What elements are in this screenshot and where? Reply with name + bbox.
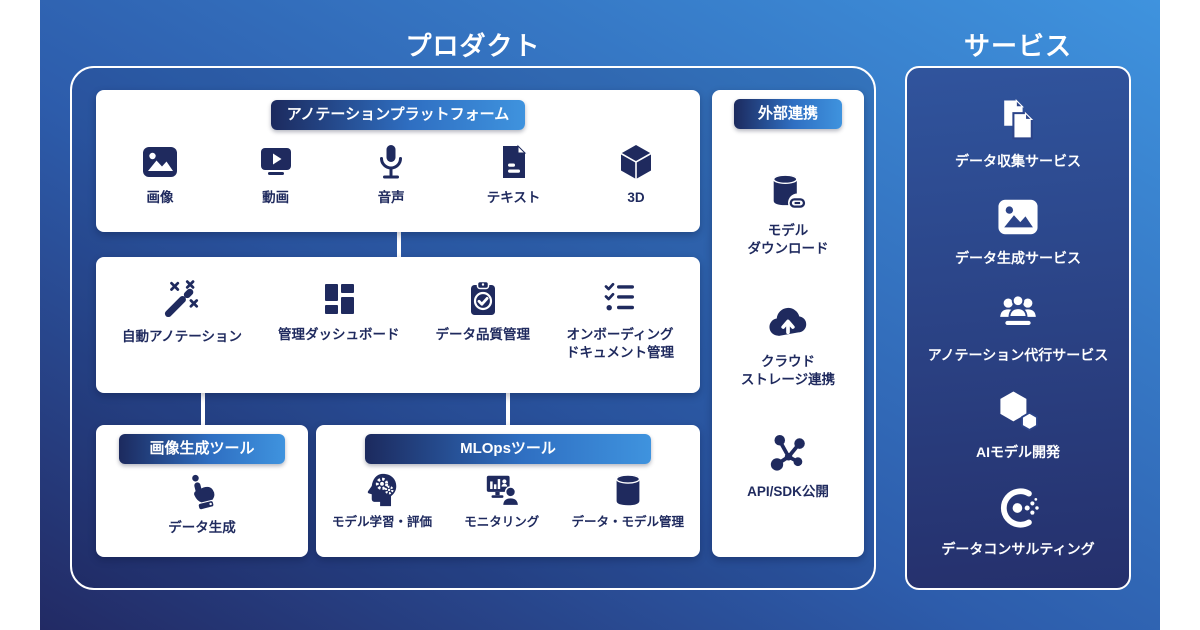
external-integration-card: 外部連携 モデル ダウンロード クラウド ストレージ連携 API/SDK公開: [712, 90, 864, 557]
cloud-upload-icon: [765, 300, 811, 346]
mlops-item-monitoring: モニタリング: [464, 471, 539, 530]
item-label: 音声: [377, 189, 405, 205]
annotation-platform-badge: アノテーションプラットフォーム: [270, 100, 526, 130]
documents-icon: [995, 97, 1041, 143]
share-nodes-icon: [766, 432, 810, 476]
item-label: 画像: [146, 189, 174, 205]
image-icon: [140, 142, 180, 182]
platform-tools-card: 自動アノテーション 管理ダッシュボード データ品質管理 オンボーディング ドキュ…: [96, 257, 700, 393]
item-label: データ・モデル管理: [571, 514, 684, 529]
platform-item-3d: 3D: [616, 142, 656, 207]
platform-item-audio: 音声: [371, 142, 411, 207]
item-label: モデル学習・評価: [332, 514, 433, 529]
data-consulting-icon: [995, 485, 1041, 531]
connector-imagegen: [201, 390, 205, 428]
database-link-icon: [766, 171, 810, 215]
service-item-ai-model-dev: AIモデル開発: [976, 388, 1060, 462]
external-item-model-download: モデル ダウンロード: [748, 171, 829, 257]
head-gears-icon: [363, 471, 401, 509]
tool-item-auto-annotation: 自動アノテーション: [122, 279, 242, 346]
hand-click-icon: [182, 472, 222, 512]
item-label: モデル ダウンロード: [747, 223, 829, 256]
item-label: 動画: [262, 189, 290, 205]
platform-item-video: 動画: [256, 142, 296, 207]
item-label: モニタリング: [464, 514, 540, 529]
image-gen-card: 画像生成ツール データ生成: [96, 425, 308, 557]
item-label: 3D: [627, 189, 645, 205]
mlops-item-data-model-mgmt: データ・モデル管理: [571, 471, 684, 530]
tool-item-data-quality: データ品質管理: [435, 279, 530, 344]
clipboard-check-icon: [463, 279, 503, 319]
imagegen-item-data-generation: データ生成: [168, 472, 236, 537]
item-label: データ生成サービス: [955, 250, 1081, 266]
item-label: 管理ダッシュボード: [278, 327, 400, 342]
service-item-data-collection: データ収集サービス: [955, 97, 1081, 171]
item-label: AIモデル開発: [976, 444, 1060, 460]
platform-item-text: テキスト: [486, 142, 541, 207]
external-item-cloud-storage: クラウド ストレージ連携: [741, 300, 835, 388]
connector-platform: [397, 228, 401, 262]
item-label: 自動アノテーション: [122, 329, 243, 344]
dashboard-icon: [319, 279, 359, 319]
item-label: データ生成: [168, 519, 236, 535]
document-icon: [494, 142, 534, 182]
service-item-data-consulting: データコンサルティング: [941, 485, 1095, 559]
tool-item-onboarding-docs: オンボーディング ドキュメント管理: [566, 279, 674, 361]
item-label: オンボーディング ドキュメント管理: [565, 327, 674, 360]
item-label: データ収集サービス: [955, 153, 1081, 169]
magic-wand-icon: [161, 279, 203, 321]
service-box: データ収集サービス データ生成サービス アノテーション代行サービス AIモデル開…: [905, 66, 1131, 590]
checklist-icon: [600, 279, 640, 319]
video-icon: [256, 142, 296, 182]
annotation-platform-card: アノテーションプラットフォーム 画像 動画 音声 テキスト: [96, 90, 700, 232]
external-integration-badge: 外部連携: [734, 99, 842, 129]
people-icon: [995, 291, 1041, 337]
microphone-icon: [371, 142, 411, 182]
image-gen-badge: 画像生成ツール: [119, 434, 285, 464]
database-icon: [609, 471, 647, 509]
cube-icon: [616, 142, 656, 182]
tool-item-dashboard: 管理ダッシュボード: [278, 279, 400, 344]
platform-item-image: 画像: [140, 142, 180, 207]
mlops-badge: MLOpsツール: [365, 434, 651, 464]
hexagons-icon: [995, 388, 1041, 434]
item-label: テキスト: [486, 189, 541, 205]
monitoring-icon: [483, 471, 521, 509]
product-section-title: プロダクト: [405, 31, 541, 61]
item-label: データ品質管理: [435, 327, 530, 342]
item-label: API/SDK公開: [747, 483, 829, 499]
external-item-api-sdk: API/SDK公開: [747, 432, 829, 501]
service-section-title: サービス: [963, 31, 1072, 61]
mlops-item-training: モデル学習・評価: [332, 471, 432, 530]
connector-mlops: [506, 390, 510, 428]
item-label: クラウド ストレージ連携: [740, 354, 836, 388]
item-label: データコンサルティング: [941, 541, 1095, 557]
service-item-data-generation: データ生成サービス: [955, 194, 1081, 268]
image-icon: [995, 194, 1041, 240]
service-item-annotation-agency: アノテーション代行サービス: [928, 291, 1108, 365]
mlops-card: MLOpsツール モデル学習・評価 モニタリング データ・モデル管理: [316, 425, 700, 557]
item-label: アノテーション代行サービス: [927, 347, 1109, 363]
